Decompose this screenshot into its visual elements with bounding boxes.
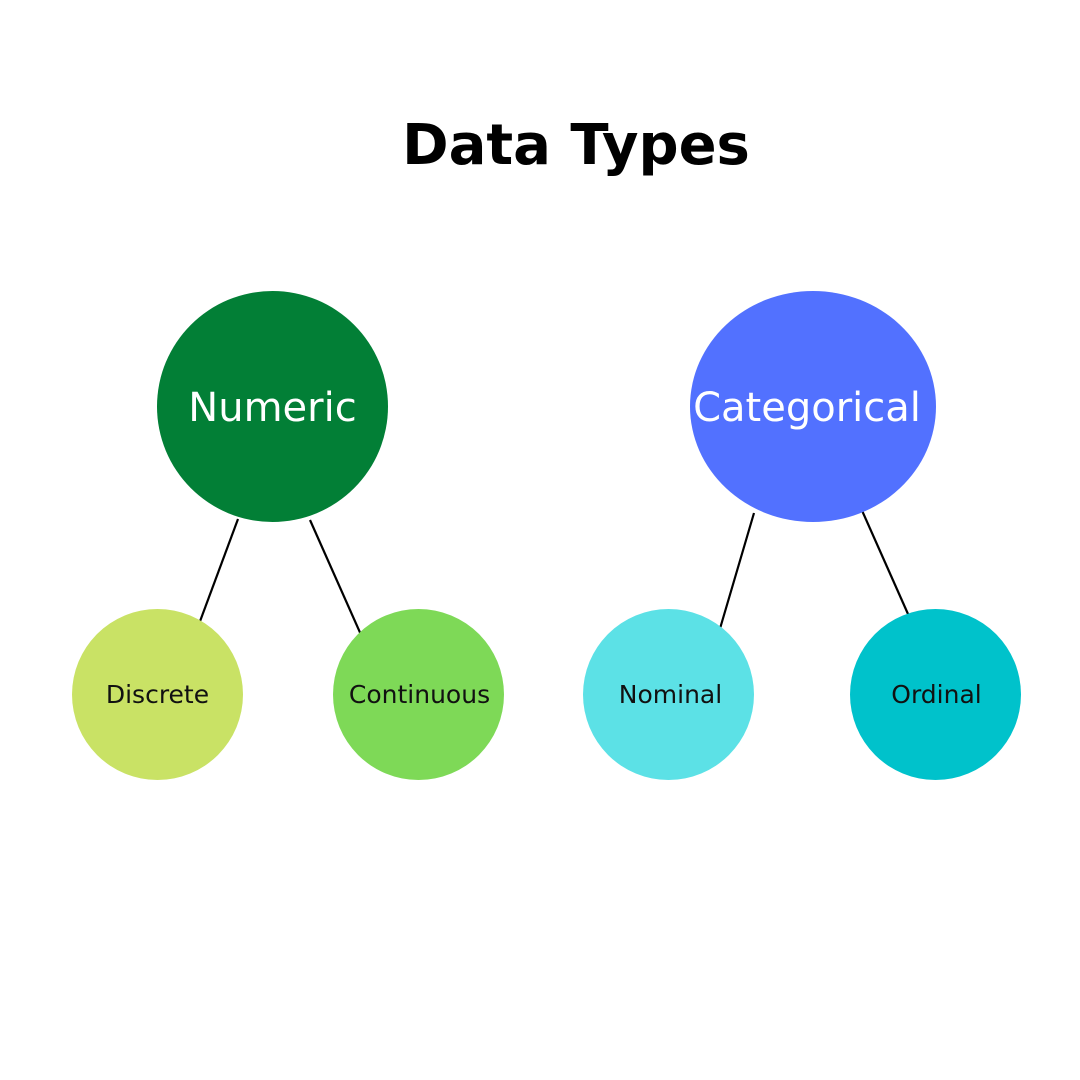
node-ordinal: Ordinal	[850, 609, 1021, 780]
node-continuous-label: Continuous	[348, 680, 491, 709]
edge-numeric-discrete	[197, 518, 240, 625]
node-nominal-label: Nominal	[618, 680, 723, 709]
node-numeric: Numeric	[157, 291, 388, 522]
diagram-title: Data Types	[402, 113, 750, 178]
node-categorical: Categorical	[690, 291, 936, 522]
node-numeric-label: Numeric	[188, 384, 357, 431]
edge-categorical-nominal	[717, 512, 756, 633]
node-categorical-label: Categorical	[693, 384, 921, 431]
edge-categorical-ordinal	[858, 505, 914, 624]
node-nominal: Nominal	[583, 609, 754, 780]
edge-numeric-continuous	[308, 519, 364, 638]
node-continuous: Continuous	[333, 609, 504, 780]
node-discrete: Discrete	[72, 609, 243, 780]
node-ordinal-label: Ordinal	[891, 680, 982, 709]
node-discrete-label: Discrete	[105, 680, 210, 709]
